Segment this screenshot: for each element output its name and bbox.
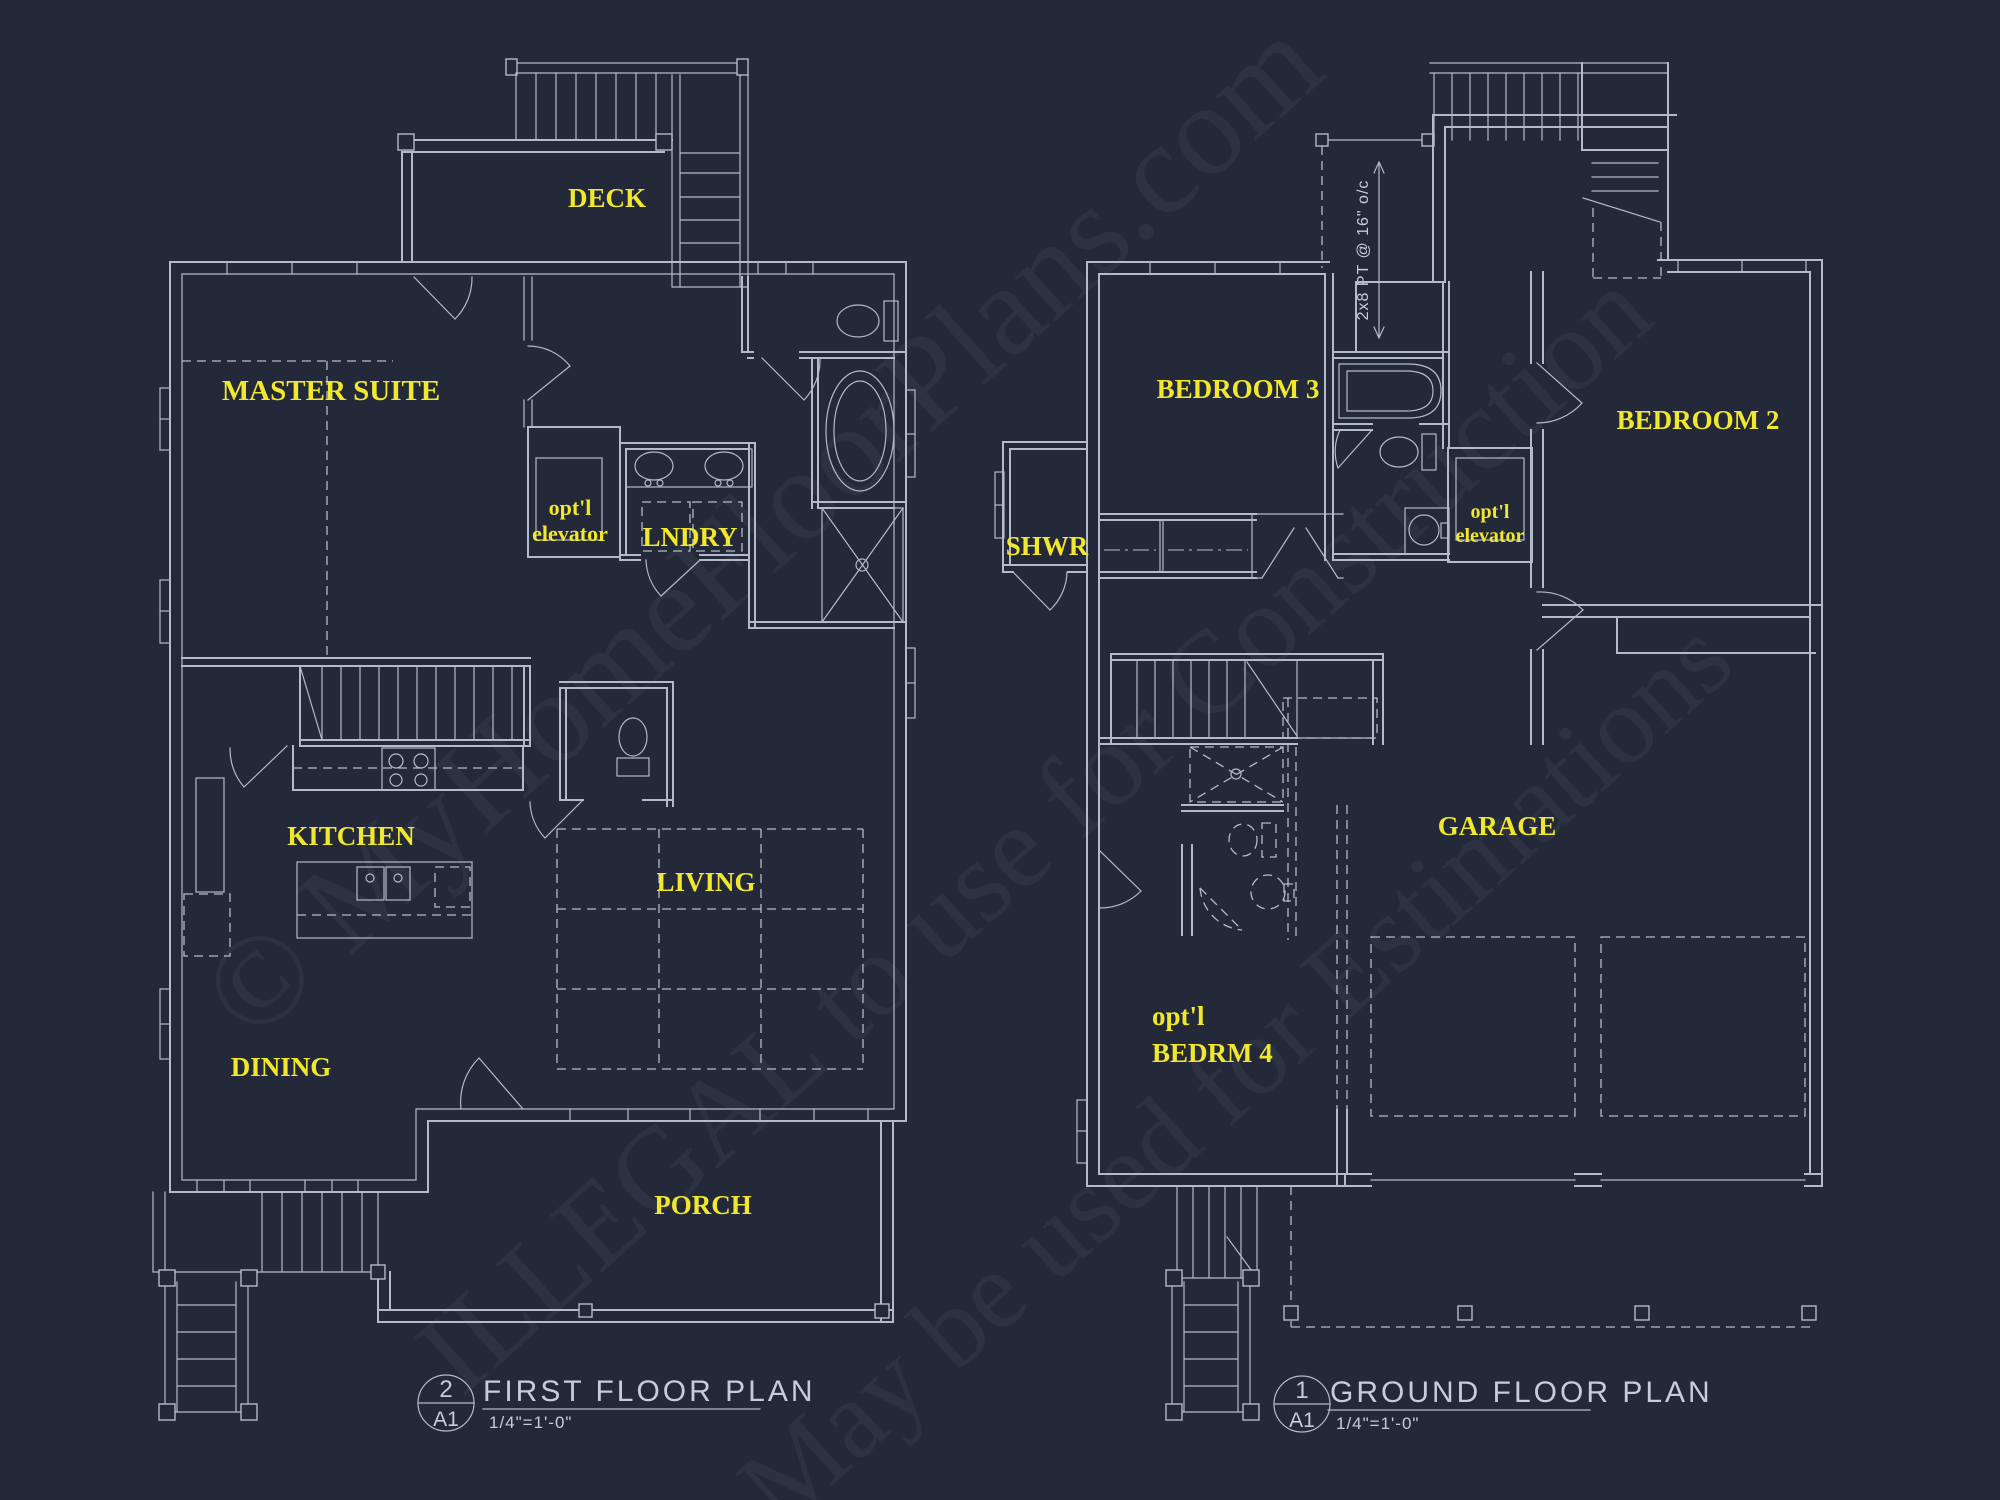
titleblock-first-floor: 2 A1 FIRST FLOOR PLAN 1/4"=1'-0" (417, 1374, 816, 1432)
laundry (619, 442, 756, 629)
kitchen (183, 745, 524, 957)
window-left-2 (159, 579, 171, 644)
window-left-3 (159, 988, 171, 1060)
shower-room-door (1012, 571, 1068, 611)
label-porch: PORCH (654, 1190, 752, 1220)
porch (152, 1120, 894, 1421)
bathtub (825, 370, 895, 492)
master-suite (181, 276, 571, 667)
master-bath (741, 276, 907, 629)
label-dining: DINING (231, 1052, 332, 1082)
garage-side-stairs (1165, 1185, 1260, 1421)
first-floor-plan: DECK MASTER SUITE opt'l elevator LNDRY K… (152, 58, 916, 1432)
optional-toilet (1228, 822, 1277, 858)
powder-door (529, 799, 584, 839)
closet-doors (1255, 513, 1344, 579)
bath-tub-ground (1338, 363, 1442, 419)
bedroom2-door-lower (1536, 591, 1584, 651)
exterior-walls-ground (1076, 114, 1823, 1187)
label-bedroom2: BEDROOM 2 (1617, 405, 1780, 435)
label-bedroom3: BEDROOM 3 (1157, 374, 1320, 404)
tall-cabinet (195, 777, 225, 893)
kitchen-door (229, 745, 288, 788)
bath-toilet (836, 300, 899, 342)
label-elevator-2: elevator (532, 521, 608, 546)
label-elevator-ground-1: opt'l (1471, 501, 1510, 523)
deck-door (413, 276, 473, 320)
plan-scale: 1/4"=1'-0" (489, 1413, 572, 1432)
label-bedrm4-1: opt'l (1152, 1001, 1205, 1031)
porch-stair-lower (158, 1269, 258, 1421)
garage-bay-left (1370, 936, 1576, 1117)
stairs-ground (1098, 653, 1384, 745)
garage-apron (1283, 1186, 1817, 1328)
label-elevator-1: opt'l (549, 495, 592, 520)
island (296, 861, 473, 939)
washer (641, 501, 691, 552)
window-left-1 (159, 387, 171, 451)
optional-sink (1250, 874, 1295, 910)
window-bedrm4 (1076, 1099, 1088, 1164)
shower-room (994, 441, 1088, 611)
dryer (692, 501, 743, 552)
label-shwr: SHWR (1006, 531, 1089, 561)
deck (397, 58, 749, 320)
bath-toilet-ground (1379, 433, 1437, 471)
label-bedrm4-2: BEDRM 4 (1152, 1038, 1273, 1068)
shower-room-window (994, 471, 1005, 539)
label-kitchen: KITCHEN (287, 821, 415, 851)
bath-door (761, 357, 821, 401)
detail-number: 2 (439, 1376, 452, 1403)
window-right-2 (905, 647, 916, 719)
entry-door (460, 1057, 524, 1110)
bedroom2-door-upper (1536, 362, 1583, 424)
window-right-1 (905, 389, 916, 478)
ground-floor-plan: 2x8 PT @ 16" o/c (994, 62, 1823, 1433)
upper-deck-stairs (1429, 62, 1669, 279)
sheet-number: A1 (433, 1408, 459, 1431)
framing-note: 2x8 PT @ 16" o/c (1355, 180, 1372, 321)
powder-room (529, 681, 674, 839)
label-living: LIVING (656, 867, 755, 897)
label-garage: GARAGE (1438, 811, 1557, 841)
suite-door (527, 345, 571, 401)
stairs-first-floor (299, 665, 531, 747)
optional-bath-door (1199, 887, 1243, 931)
titleblock-ground-floor: 1 A1 GROUND FLOOR PLAN 1/4"=1'-0" (1273, 1375, 1713, 1433)
laundry-door (645, 559, 701, 597)
laundry-vanity (625, 448, 753, 488)
bedrm4-door (1098, 849, 1142, 909)
label-master-suite: MASTER SUITE (222, 375, 440, 407)
optional-bath (1181, 698, 1297, 940)
deck-stairs (671, 74, 749, 288)
garage-bay-right (1600, 936, 1806, 1117)
exterior-walls (159, 261, 916, 1193)
label-elevator-ground-2: elevator (1456, 525, 1525, 547)
label-deck: DECK (568, 183, 646, 213)
plan-scale-ground: 1/4"=1'-0" (1336, 1414, 1419, 1433)
optional-bedroom4 (1098, 805, 1348, 1187)
stove (381, 747, 436, 791)
plan-title-ground: GROUND FLOOR PLAN (1330, 1376, 1713, 1409)
label-laundry: LNDRY (642, 522, 737, 552)
garage (1165, 936, 1817, 1421)
powder-toilet (616, 717, 650, 777)
living-grid (556, 828, 864, 1070)
sheet-number-ground: A1 (1289, 1409, 1315, 1432)
plan-title: FIRST FLOOR PLAN (483, 1375, 816, 1408)
bath-door-ground (1334, 429, 1373, 469)
refrigerator (183, 893, 231, 957)
optional-elevator (527, 426, 621, 558)
bedroom3 (1098, 273, 1344, 579)
porch-steps (261, 1191, 379, 1273)
bedroom2 (1530, 271, 1823, 745)
detail-number-ground: 1 (1295, 1377, 1308, 1404)
